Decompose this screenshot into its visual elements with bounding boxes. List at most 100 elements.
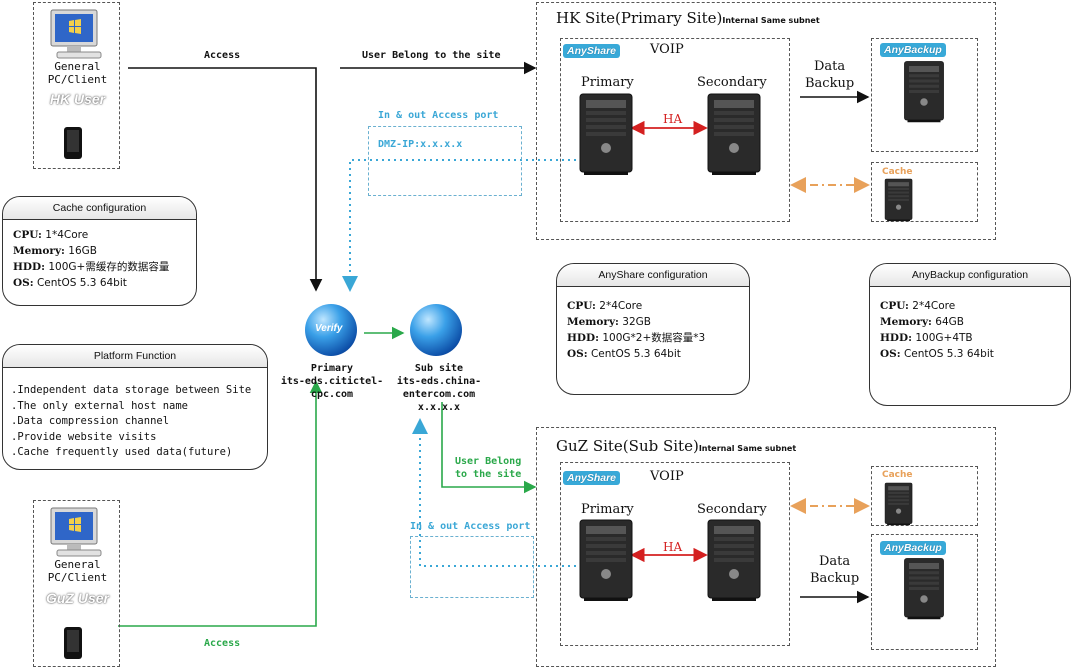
- platform-function-item: .Cache frequently used data(future): [11, 446, 233, 458]
- spec-key: CPU:: [880, 300, 909, 312]
- sub-node-label: Sub site its-eds.china- entercom.com x.x…: [396, 363, 482, 413]
- primary-label: Primary: [581, 75, 634, 90]
- guz-port-line: [412, 418, 582, 567]
- dmz-ip-label: DMZ-IP:x.x.x.x: [378, 139, 463, 150]
- in-out-label-top: In & out Access port: [378, 110, 499, 121]
- platform-function-item: .Provide website visits: [11, 430, 157, 443]
- spec-value: 64GB: [935, 316, 964, 328]
- anybackup-config-lines: CPU: 2*4Core Memory: 64GB HDD: 100G+4TB …: [880, 298, 994, 362]
- spec-key: Memory:: [567, 316, 619, 328]
- spec-key: OS:: [880, 348, 901, 360]
- access-label-top: Access: [204, 50, 241, 61]
- hk-cache-box: [871, 162, 978, 222]
- hk-pc-label: General PC/Client: [47, 60, 108, 86]
- hk-primary-server-icon: [578, 92, 634, 180]
- secondary-label: Secondary: [697, 75, 767, 90]
- cache-config-lines: CPU: 1*4Core Memory: 16GB HDD: 100G+需缓存的…: [13, 227, 169, 291]
- guz-site-title: GuZ Site(Sub Site)Internal Same subnet: [556, 437, 796, 455]
- spec-key: CPU:: [567, 300, 596, 312]
- ha-label: HA: [663, 540, 683, 554]
- cache-label: Cache: [882, 167, 913, 177]
- spec-key: HDD:: [13, 261, 46, 273]
- guz-backup-server-icon: [903, 557, 945, 624]
- guz-site-box: [536, 427, 996, 667]
- anyshare-badge: AnyShare: [563, 44, 621, 58]
- cache-config-title: Cache configuration: [3, 197, 196, 220]
- spec-key: OS:: [567, 348, 588, 360]
- secondary-label: Secondary: [697, 502, 767, 517]
- guz-cache-box: [871, 466, 978, 526]
- anyshare-config-card: AnyShare configuration CPU: 2*4Core Memo…: [556, 263, 750, 395]
- guz-pc-label: General PC/Client: [47, 558, 108, 584]
- guz-phone-icon: [64, 627, 82, 659]
- spec-value: 32GB: [622, 316, 651, 328]
- spec-value: 100G+需缓存的数据容量: [48, 261, 170, 273]
- data-backup-label: Data Backup: [810, 554, 860, 586]
- pc-client-icon: [45, 506, 107, 558]
- guz-site-subtitle: Internal Same subnet: [698, 444, 797, 453]
- cache-config-card: Cache configuration CPU: 1*4Core Memory:…: [2, 196, 197, 306]
- spec-key: OS:: [13, 277, 34, 289]
- spec-key: HDD:: [880, 332, 913, 344]
- anyshare-badge: AnyShare: [563, 471, 621, 485]
- anybackup-config-card: AnyBackup configuration CPU: 2*4Core Mem…: [869, 263, 1071, 406]
- cache-label: Cache: [882, 470, 913, 480]
- spec-value: CentOS 5.3 64bit: [590, 348, 681, 360]
- voip-label: VOIP: [650, 469, 684, 484]
- spec-key: Memory:: [880, 316, 932, 328]
- hk-access-line: [128, 67, 323, 292]
- spec-key: Memory:: [13, 245, 65, 257]
- hk-site-name: HK Site(Primary Site): [556, 9, 723, 27]
- primary-label: Primary: [581, 502, 634, 517]
- dmz-port-box: [368, 126, 522, 196]
- guz-primary-server-icon: [578, 518, 634, 606]
- spec-value: 16GB: [68, 245, 97, 257]
- primary-node-label: Primary its-eds.citictel- cpc.com: [280, 363, 384, 400]
- ha-label: HA: [663, 112, 683, 126]
- hk-site-box: [536, 2, 996, 240]
- hk-site-subtitle: Internal Same subnet: [722, 16, 820, 25]
- pc-client-icon: [45, 8, 107, 60]
- hk-site-title: HK Site(Primary Site)Internal Same subne…: [556, 9, 820, 27]
- sub-globe-icon: [410, 304, 462, 356]
- hk-port-line: [342, 159, 582, 292]
- hk-backup-server-icon: [903, 60, 945, 127]
- guz-user-label: GuZ User: [45, 590, 109, 606]
- platform-function-card: Platform Function .Independent data stor…: [2, 344, 268, 470]
- hk-cache-server-icon: [884, 178, 913, 226]
- anybackup-badge: AnyBackup: [880, 43, 946, 57]
- hk-anyshare-box: [560, 38, 790, 222]
- hk-phone-icon: [64, 127, 82, 159]
- voip-label: VOIP: [650, 42, 684, 57]
- platform-function-item: .Independent data storage between Site: [11, 384, 252, 396]
- hk-user-label: HK User: [49, 91, 106, 107]
- guz-access-line: [118, 380, 323, 627]
- platform-function-item: .Data compression channel: [11, 415, 170, 427]
- primary-globe-icon: Verify: [305, 304, 357, 356]
- guz-cache-server-icon: [884, 482, 913, 530]
- hk-secondary-server-icon: [706, 92, 762, 180]
- spec-value: 2*4Core: [912, 300, 956, 312]
- platform-function-title: Platform Function: [3, 345, 267, 368]
- guz-user-box: [33, 500, 120, 667]
- spec-value: 100G+4TB: [915, 332, 973, 344]
- data-backup-label: Data Backup: [805, 59, 855, 91]
- hk-user-box: [33, 2, 120, 169]
- spec-value: 1*4Core: [45, 229, 89, 241]
- guz-belong-line: [441, 402, 537, 494]
- spec-value: CentOS 5.3 64bit: [36, 277, 127, 289]
- spec-value: CentOS 5.3 64bit: [903, 348, 994, 360]
- in-out-label-bottom: In & out Access port: [410, 521, 531, 532]
- user-belong-label-top: User Belong to the site: [362, 50, 501, 61]
- guz-site-name: GuZ Site(Sub Site): [556, 437, 699, 455]
- spec-key: HDD:: [567, 332, 600, 344]
- platform-function-list: .Independent data storage between Site .…: [11, 383, 251, 461]
- spec-key: CPU:: [13, 229, 42, 241]
- platform-function-item: .The only external host name: [11, 399, 189, 412]
- guz-anyshare-box: [560, 462, 790, 646]
- guz-secondary-server-icon: [706, 518, 762, 606]
- spec-value: 100G*2+数据容量*3: [602, 332, 706, 344]
- anyshare-config-lines: CPU: 2*4Core Memory: 32GB HDD: 100G*2+数据…: [567, 298, 705, 362]
- access-label-bottom: Access: [204, 638, 241, 649]
